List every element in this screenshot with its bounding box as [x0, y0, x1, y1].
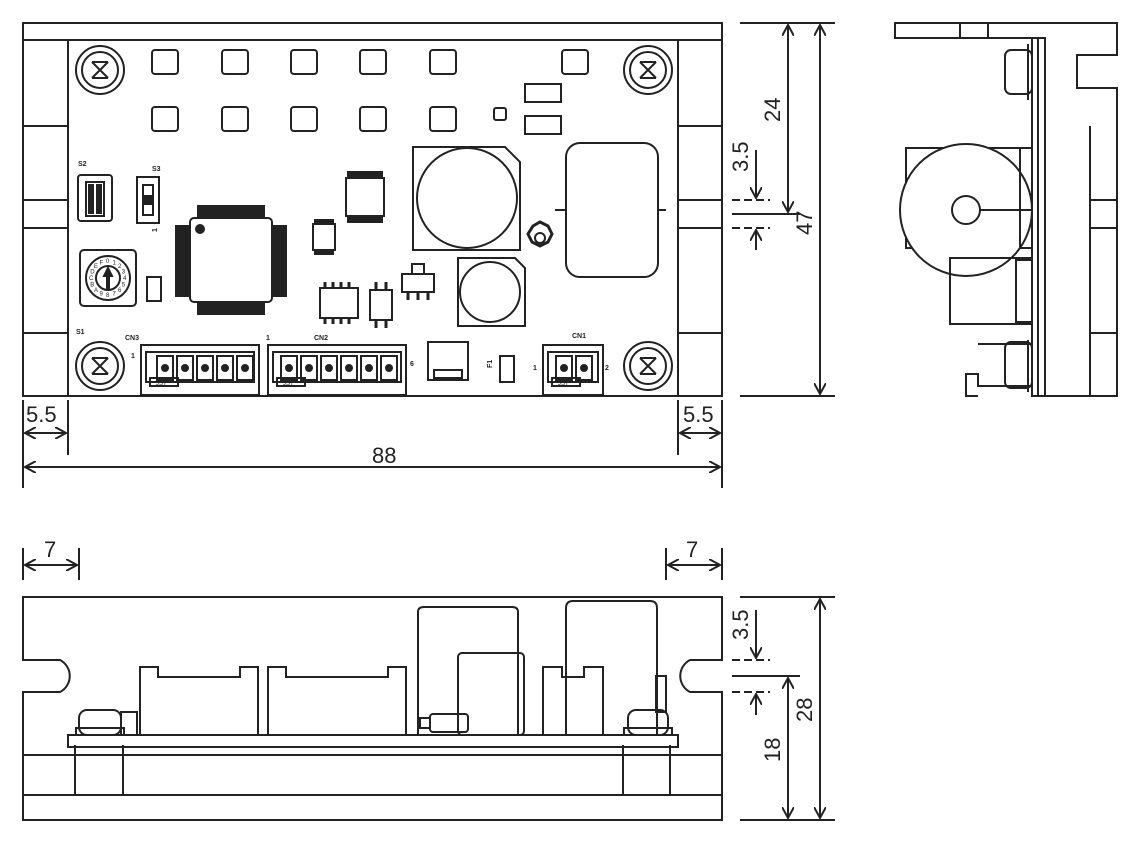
capacitor-top [555, 142, 666, 278]
dim-text-88: 88 [372, 443, 396, 468]
side-led-top [1004, 49, 1033, 95]
cn1-jst: JST [558, 381, 569, 387]
side-heatsink [894, 22, 1118, 397]
cn1-pin1: 1 [533, 365, 537, 372]
dial-digit: A [94, 288, 98, 294]
ic-small [312, 219, 336, 255]
led-row-bottom [151, 106, 457, 132]
dial-digit: 8 [106, 293, 110, 299]
front-led-left [78, 709, 122, 736]
optocoupler-1 [319, 282, 359, 324]
small-diode-round [526, 220, 554, 248]
led-row-top [151, 49, 589, 75]
label-cn2: CN2 [314, 335, 328, 342]
diode-1 [524, 83, 562, 103]
rotary-switch-s1 [79, 249, 137, 307]
mcu-chip [175, 205, 287, 315]
side-view [894, 22, 1118, 397]
side-inductor [899, 143, 1033, 277]
dimension-lines [22, 22, 835, 821]
front-view [22, 596, 723, 821]
jumper-small [146, 276, 162, 302]
connector-cn2 [267, 344, 407, 396]
dim-text-28: 28 [792, 698, 817, 722]
dim-text-right-5-5: 5.5 [683, 402, 714, 427]
dial-digit: 6 [118, 288, 122, 294]
label-s3: S3 [152, 166, 161, 173]
label-cn3: CN3 [125, 335, 139, 342]
connector-cn1 [542, 344, 604, 396]
top-view-labels: S2 S3 S1 CN3 CN2 CN1 1 1 6 1 2 JST JST J… [76, 161, 609, 387]
screw-top-left [75, 45, 125, 95]
front-connector-cn3 [139, 666, 259, 735]
inductor-small [457, 257, 526, 327]
terminal-block [427, 341, 469, 381]
front-inductor-small [457, 652, 525, 736]
dial-digit: 5 [122, 283, 126, 289]
dial-digit: 9 [100, 292, 104, 298]
front-heatsink [22, 596, 723, 821]
front-connector-cn1 [542, 666, 604, 735]
switch-s3 [136, 176, 160, 224]
front-capacitor [565, 600, 658, 735]
dial-digit: 2 [118, 264, 122, 270]
screw-bottom-right [623, 341, 673, 391]
dial-digit: C [89, 276, 94, 282]
cn1-pin2: 2 [605, 365, 609, 372]
dial-digit: 7 [113, 292, 117, 298]
diode-2 [524, 115, 562, 135]
dim-text-front-right-7: 7 [686, 537, 698, 562]
dial-digit: 3 [122, 270, 126, 276]
ic-soic [345, 171, 385, 223]
front-diode [429, 713, 469, 733]
front-connector-cn2 [267, 666, 407, 735]
label-cn1: CN1 [572, 333, 586, 340]
cn2-pin6: 6 [410, 361, 414, 368]
dim-text-front-3-5: 3.5 [728, 609, 753, 640]
cn3-pin1: 1 [131, 353, 135, 360]
cn2-jst: JST [283, 381, 294, 387]
inductor-large [412, 146, 521, 251]
screw-top-right [623, 45, 673, 95]
cn3-jst: JST [156, 381, 167, 387]
dial-digit: E [94, 264, 98, 270]
front-led-right [627, 709, 669, 736]
dim-text-47: 47 [792, 211, 817, 235]
label-s2: S2 [78, 161, 87, 168]
dim-text-24: 24 [760, 98, 785, 122]
dial-digit: 1 [113, 260, 117, 266]
front-inductor [417, 606, 519, 735]
fuse-f1 [499, 355, 515, 383]
regulator-sot [401, 263, 435, 300]
dim-text-left-5-5: 5.5 [26, 402, 57, 427]
connector-cn3 [140, 344, 260, 396]
small-smd [493, 107, 507, 121]
dim-text-18: 18 [760, 738, 785, 762]
screw-bottom-left [75, 341, 125, 391]
label-s1: S1 [76, 329, 85, 336]
dial-digit: B [90, 283, 94, 289]
cn2-pin1: 1 [266, 335, 270, 342]
dial-digit: D [90, 270, 95, 276]
front-pcb [67, 734, 679, 748]
top-view [22, 22, 723, 397]
dim-text-3-5-top: 3.5 [728, 141, 753, 172]
dial-digit: 4 [123, 276, 127, 282]
dial-digit: F [100, 260, 104, 266]
dim-text-front-left-7: 7 [44, 537, 56, 562]
label-f1: F1 [487, 360, 494, 368]
s3-pin1: 1 [152, 228, 159, 232]
optocoupler-2 [369, 282, 393, 328]
dip-switch-s2 [77, 174, 113, 222]
dial-digit: 0 [106, 259, 110, 265]
dimension-texts: 88 5.5 5.5 47 24 3.5 7 7 3.5 28 18 [26, 98, 817, 762]
